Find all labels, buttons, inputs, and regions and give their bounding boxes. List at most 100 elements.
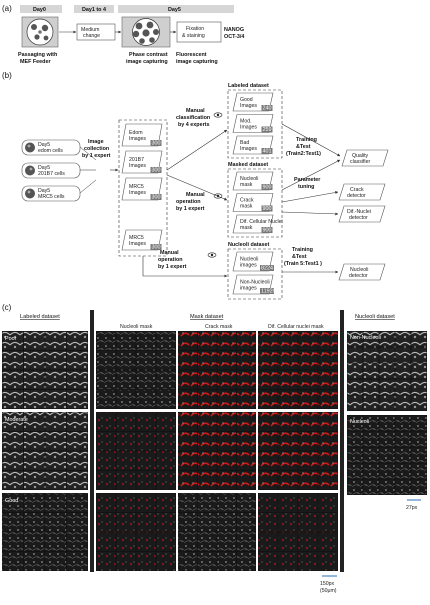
- image-collection-line3: by 1 expert: [82, 153, 111, 159]
- labeled-grid-good: [2, 493, 88, 571]
- labeled-dataset-title: Labeled dataset: [228, 83, 269, 89]
- nucleoli-mask-grid-moderate: [96, 412, 176, 490]
- cell-line-201b7: Day5 201B7 cells: [21, 162, 81, 179]
- image-grids: [2, 331, 427, 571]
- non-nucleoli-grid: [347, 331, 427, 411]
- crack-mask-grid-poor: [178, 331, 256, 409]
- collected-image-count-badge-1: [150, 167, 162, 173]
- labeled-image-label2-1: Images: [240, 125, 257, 131]
- step-passaging-line2: MEF Feeder: [20, 59, 51, 65]
- scale-nucleoli-px: 27px: [406, 505, 418, 511]
- nucleoli-image-label2-1: images: [240, 286, 257, 292]
- parameter-tuning-line1: Parameter: [294, 177, 321, 183]
- medium-change-line1: Medium: [81, 27, 99, 33]
- svg-text:edom cells: edom cells: [38, 148, 63, 154]
- training2-line3: (Train 5:Test1 ): [284, 261, 322, 267]
- medium-change-line2: change: [83, 33, 100, 39]
- nucleoli-detector-line1: Nucleoli: [350, 267, 368, 273]
- section-label-b: (b): [2, 71, 12, 80]
- eye-icon-3: [207, 252, 217, 258]
- masked-dataset-title: Masked dataset: [228, 162, 268, 168]
- crack-detector-line1: Crack: [350, 187, 364, 193]
- fixation-box: [176, 21, 222, 43]
- manual-operation2-line2: operation: [158, 257, 183, 263]
- separator-bar-right: [340, 310, 344, 572]
- fixation-line2: & staining: [182, 33, 205, 39]
- quality-classifier-line2: classifier: [350, 159, 370, 165]
- labeled-grid-poor: [2, 331, 88, 409]
- nucleoli-detector-line2: detector: [349, 273, 368, 279]
- collected-image-label-2: MRC5: [129, 184, 144, 190]
- manual-classification-line3: by 4 experts: [178, 122, 209, 128]
- manual-classification-line1: Manual: [186, 108, 205, 114]
- nucleoli-dataset-group: [227, 248, 283, 300]
- manual-operation2-line3: by 1 expert: [158, 264, 187, 270]
- manual-operation2-line1: Manual: [160, 250, 179, 256]
- masked-image-label-0: Nucleoli: [240, 176, 258, 182]
- labeled-image-count-badge-2: [261, 148, 273, 154]
- collected-image-extra-label2-0: Images: [129, 241, 146, 247]
- dif-nuclei-grid-good: [258, 493, 338, 571]
- nucleoli-detector-box: [338, 263, 386, 281]
- nucleoli-dataset-header: Nucleoli dataset: [355, 314, 395, 320]
- mask-col-dif: Dif. Cellular nuclei mask: [268, 324, 324, 330]
- separator-bar-left: [90, 310, 94, 572]
- labeled-image-label2-0: Images: [240, 103, 257, 109]
- masked-image-label2-2: mask: [240, 225, 253, 231]
- mask-dataset-header: Mask dataset: [190, 314, 224, 320]
- marker-nanog: NANOG: [224, 27, 244, 33]
- collected-image-count-badge-2: [150, 194, 162, 200]
- fluorescent-line1: Fluorescent: [176, 52, 207, 58]
- training2-line1: Training: [292, 247, 313, 253]
- quality-classifier-line1: Quality: [352, 153, 369, 159]
- nucleoli-images: Nucleoliimages8224Non-Nucleoliimages1192…: [232, 251, 276, 295]
- row-label-poor: Poor: [5, 336, 17, 342]
- labeled-image-count-badge-1: [261, 126, 273, 133]
- labeled-grid-moderate: [2, 412, 88, 490]
- row-label-good: Good: [5, 498, 18, 504]
- quality-classifier-box: [341, 149, 389, 167]
- scale-main-um: (50μm): [320, 588, 337, 594]
- labeled-image-1: Mod.Images 259: [232, 114, 274, 133]
- labeled-image-label-2: Bad: [240, 140, 249, 146]
- collected-image-extra-count-0: 300: [152, 245, 161, 251]
- masked-dataset-group: [227, 168, 283, 238]
- masked-image-label2-0: mask: [240, 182, 253, 188]
- labeled-image-label-1: Mod.: [240, 119, 252, 125]
- image-collection-line2: collection: [84, 146, 109, 152]
- masked-image-count-badge-0: [261, 184, 273, 190]
- dif-nuclei-line1: Dif.-Nuclei: [347, 209, 371, 215]
- masked-image-label-2: Dif. Cellular Nuclei: [240, 219, 283, 225]
- svg-text:MRC5 cells: MRC5 cells: [38, 194, 65, 200]
- collected-image-label2-1: Images: [129, 163, 146, 169]
- training1-line2: &Test: [296, 144, 311, 150]
- labeled-image-count-2: 401: [263, 149, 272, 155]
- dish-day0: [21, 16, 59, 48]
- nucleoli-mask-grid-good: [96, 493, 176, 571]
- dish-day5: [121, 16, 171, 48]
- collected-image-label2-0: Images: [129, 136, 146, 142]
- collected-image-label2-2: Images: [129, 190, 146, 196]
- image-collection-line1: Image: [88, 139, 104, 145]
- labeled-image-count-badge-0: [261, 105, 273, 111]
- masked-image-count-badge-1: [261, 205, 273, 212]
- labeled-image-count-1: 259: [263, 127, 272, 133]
- collected-image-count-2: 300: [152, 195, 161, 201]
- labeled-dataset-header: Labeled dataset: [20, 314, 60, 320]
- masked-image-count-1: 900: [263, 206, 272, 212]
- manual-operation-line3: by 1 expert: [176, 206, 205, 212]
- scale-main-px: 150px: [320, 581, 335, 587]
- crack-mask-grid-good: [178, 493, 256, 571]
- nucleoli-grid: [347, 415, 427, 495]
- section-label-c: (c): [2, 303, 12, 312]
- row-label-moderate: Moderate: [5, 417, 28, 423]
- nucleoli-image-count-1: 11920: [261, 289, 276, 295]
- timeline-day1-4: Day1 to 4: [82, 7, 106, 13]
- fluorescent-line2: image capturing: [176, 59, 218, 65]
